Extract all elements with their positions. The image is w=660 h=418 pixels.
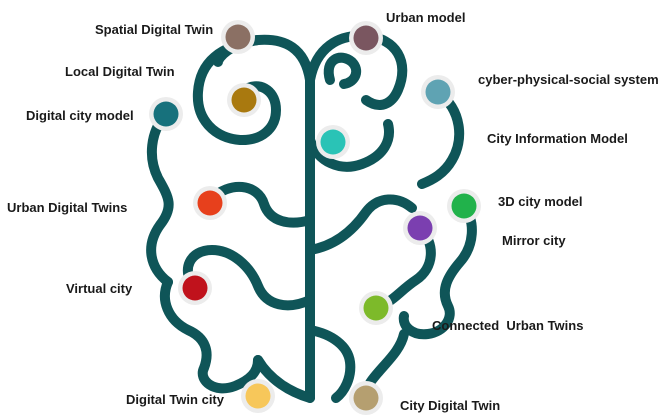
node-spatial-digital-twin <box>221 20 255 54</box>
brain-lobe-left-base <box>253 355 315 403</box>
node-virtual-city <box>178 271 212 305</box>
brain-lobe-right-bend <box>305 194 417 255</box>
node-dot <box>197 190 223 216</box>
label-city-digital-twin: City Digital Twin <box>400 398 501 413</box>
node-dots-layer <box>149 20 481 415</box>
label-local-digital-twin: Local Digital Twin <box>65 64 175 79</box>
node-dot <box>320 129 346 155</box>
node-dot <box>363 295 389 321</box>
label-city-information-model: City Information Model <box>487 131 628 146</box>
brain-lobe-right-base <box>305 325 356 403</box>
brain-lobe-left-mid <box>205 181 315 228</box>
node-dot <box>425 79 451 105</box>
node-dot <box>451 193 477 219</box>
node-dot <box>353 25 379 51</box>
label-digital-twin-city: Digital Twin city <box>126 392 224 407</box>
label-mirror-city: Mirror city <box>502 233 566 248</box>
brain-lobe-left-outer <box>146 109 174 287</box>
node-dot <box>153 101 179 127</box>
label-urban-model: Urban model <box>386 10 466 25</box>
brain-lobe-right-side <box>398 201 477 340</box>
node-dot <box>225 24 251 50</box>
label-urban-digital-twins: Urban Digital Twins <box>7 200 128 215</box>
node-connected-urban-twins <box>359 291 393 325</box>
node-digital-city-model <box>149 97 183 131</box>
brain-lobe-right-arc <box>323 52 362 89</box>
label-3d-city-model: 3D city model <box>498 194 583 209</box>
node-urban-model <box>349 21 383 55</box>
node-dot <box>353 385 379 411</box>
brain-lobe-right-mid <box>305 119 394 172</box>
node-city-information-model <box>316 125 350 159</box>
brain-outline <box>146 30 477 403</box>
node-urban-digital-twins <box>193 186 227 220</box>
node-dot <box>182 275 208 301</box>
node-dot <box>245 383 271 409</box>
node-mirror-city <box>403 211 437 245</box>
brain-lobe-right-outer <box>417 87 465 189</box>
node-city-digital-twin <box>349 381 383 415</box>
node-digital-twin-city <box>241 379 275 413</box>
label-digital-city-model: Digital city model <box>26 108 134 123</box>
label-spatial-digital-twin: Spatial Digital Twin <box>95 22 214 37</box>
label-virtual-city: Virtual city <box>66 281 133 296</box>
label-connected-urban-twins: Connected Urban Twins <box>432 318 584 333</box>
brain-lobe-left-lower <box>182 245 315 311</box>
node-3d-city-model <box>447 189 481 223</box>
node-local-digital-twin <box>227 83 261 117</box>
node-cyber-physical-social-system <box>421 75 455 109</box>
node-dot <box>407 215 433 241</box>
node-dot <box>231 87 257 113</box>
brain-lobe-left-bottom <box>159 277 263 394</box>
label-cyber-physical-social-system: cyber-physical-social system <box>478 72 659 87</box>
brain-lobe-right-upper <box>305 30 408 110</box>
